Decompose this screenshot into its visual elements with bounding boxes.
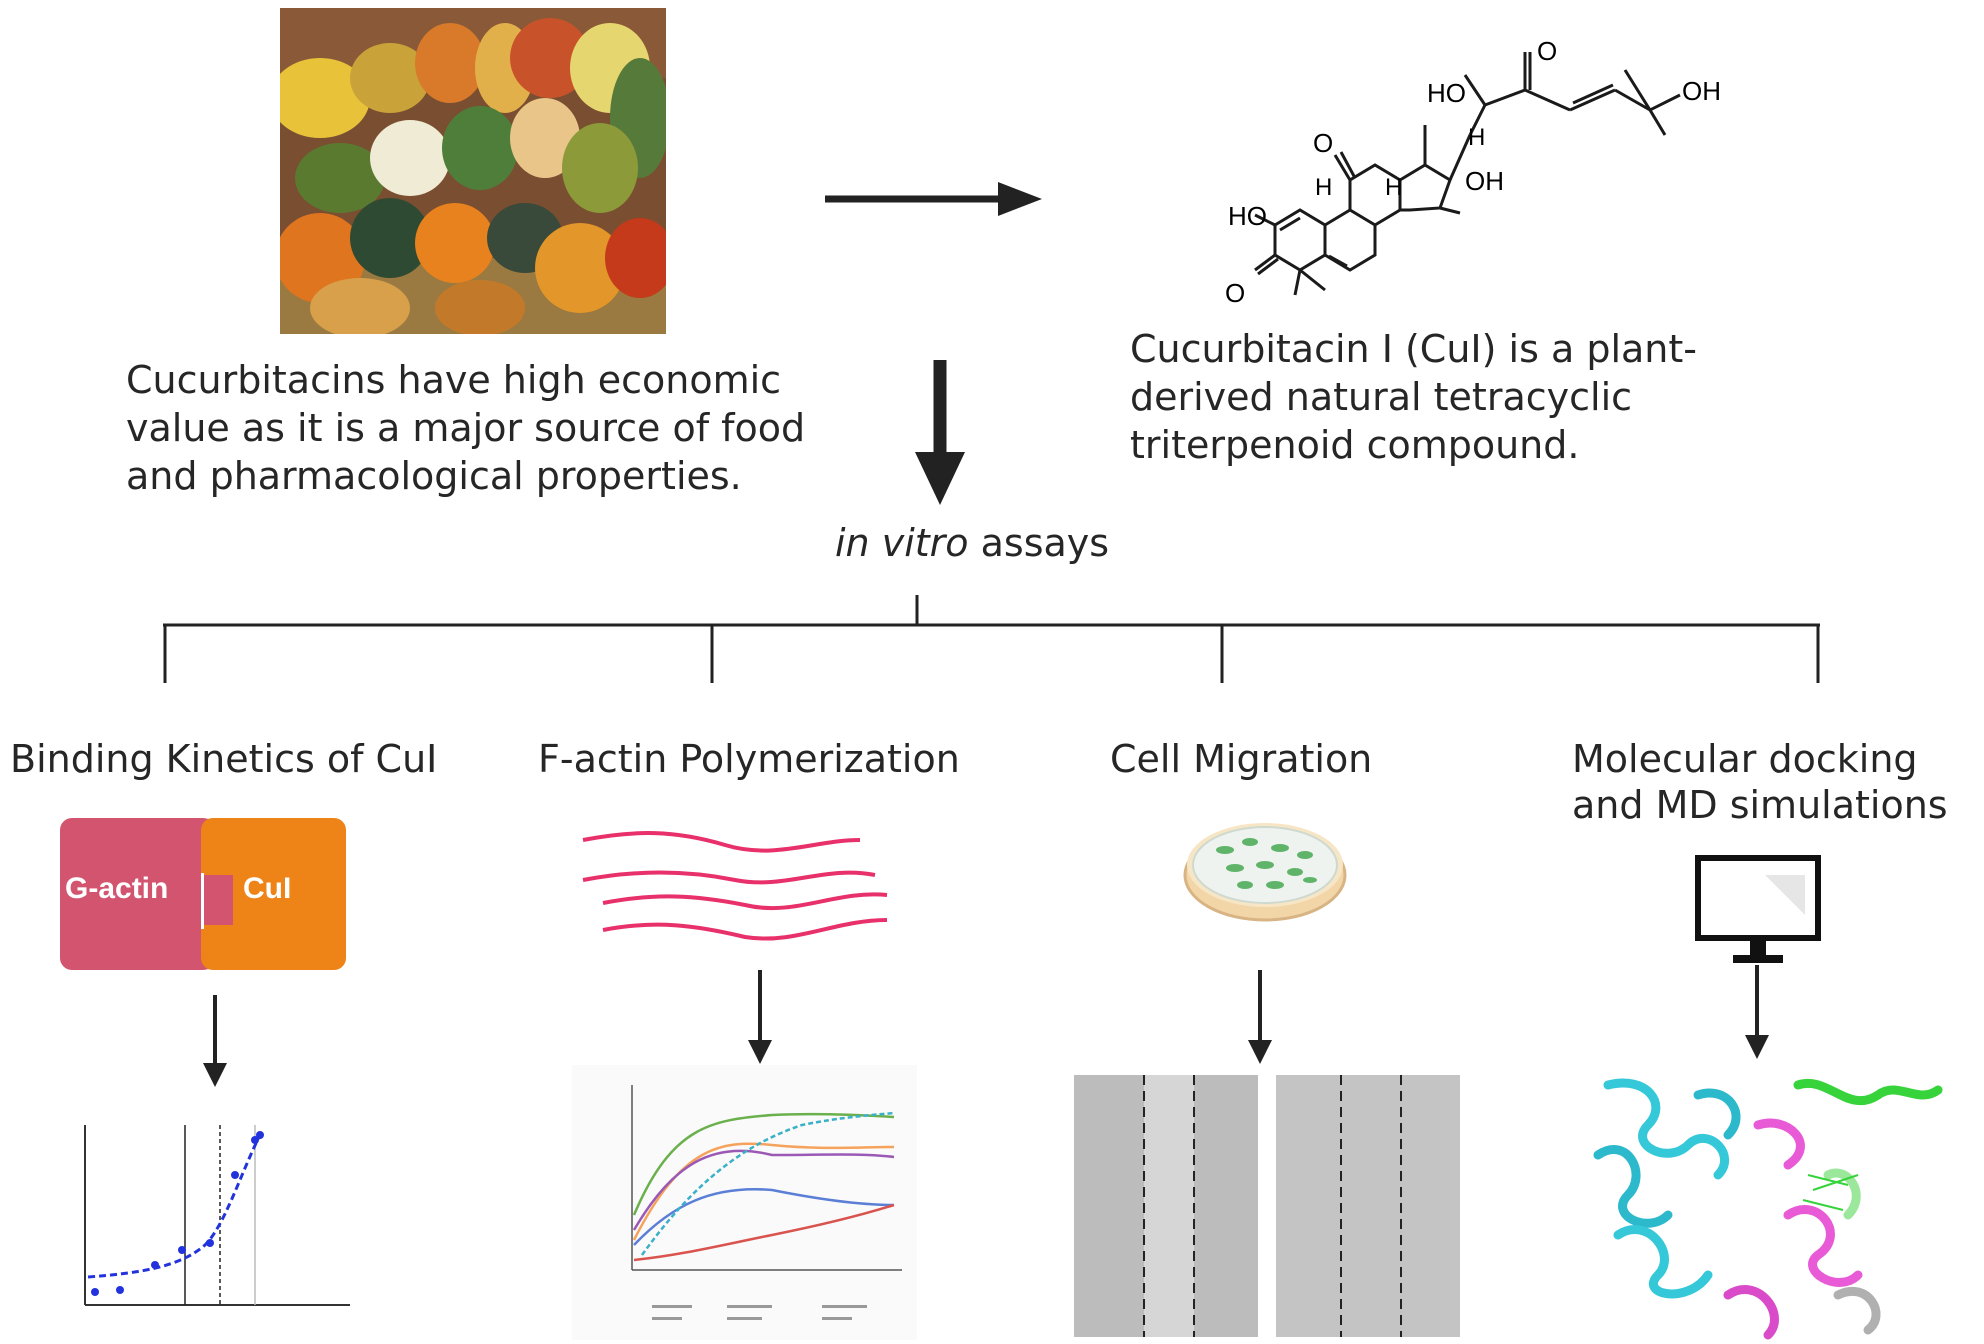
right-arrow [825, 182, 1042, 216]
branch-title-docking: Molecular docking and MD simulations [1572, 737, 1948, 827]
wound-image-left [1074, 1075, 1258, 1337]
mol-o-ketone: O [1313, 128, 1333, 158]
petri-dish [1183, 823, 1347, 922]
mol-h3: H [1468, 124, 1485, 151]
branch-title-factin: F-actin Polymerization [538, 737, 960, 781]
down-arrow-factin [748, 970, 772, 1064]
polymerization-plot-thumbnail [572, 1065, 917, 1340]
down-arrow-migration [1248, 970, 1272, 1064]
compound-caption: Cucurbitacin I (CuI) is a plant-derived … [1130, 327, 1697, 467]
protein-structure-thumbnail [1588, 1065, 1948, 1340]
assays-label: in vitro assays [835, 520, 1109, 566]
mol-h2: H [1385, 174, 1402, 201]
binding-plot-thumbnail [84, 1125, 350, 1306]
vegetables-photo [280, 8, 666, 334]
puzzle-label-gactin: G-actin [65, 872, 169, 905]
source-caption: Cucurbitacins have high economic value a… [126, 358, 806, 498]
branch-title-binding: Binding Kinetics of CuI [10, 737, 438, 781]
mol-h1: H [1315, 174, 1332, 201]
mol-ho-top: HO [1427, 78, 1466, 108]
mol-o-bottom: O [1225, 278, 1245, 308]
mol-ho-left: HO [1228, 201, 1267, 231]
down-arrow-docking [1745, 965, 1769, 1059]
wound-image-right [1276, 1075, 1460, 1337]
branch-title-migration: Cell Migration [1110, 737, 1373, 781]
monitor-icon [1695, 855, 1821, 963]
puzzle-graphic [60, 818, 346, 970]
mol-oh-ring: OH [1465, 166, 1504, 196]
down-arrow-main [915, 360, 965, 505]
branch-bracket [163, 595, 1820, 683]
actin-filaments [582, 831, 888, 941]
cucurbitacin-structure: HO O O H H H OH HO O OH [1225, 36, 1721, 308]
assays-italic: in vitro [835, 521, 969, 565]
down-arrow-binding [203, 995, 227, 1087]
puzzle-label-cui: CuI [243, 872, 292, 905]
mol-o-top: O [1537, 36, 1557, 66]
mol-oh-right: OH [1682, 76, 1721, 106]
assays-rest: assays [968, 521, 1110, 565]
